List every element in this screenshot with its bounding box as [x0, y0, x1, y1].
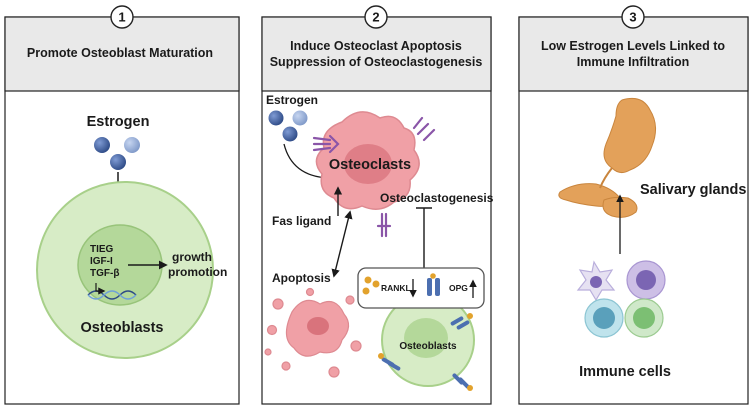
receptor-icon	[312, 116, 436, 238]
fas-ligand-label: Fas ligand	[272, 214, 331, 228]
rankl-icon	[362, 276, 380, 295]
apoptotic-osteoclast	[264, 287, 362, 378]
panel-2-title-line1: Induce Osteoclast Apoptosis	[290, 39, 462, 53]
opg-label: OPG	[449, 283, 468, 293]
panel-3: 3 Low Estrogen Levels Linked to Immune I…	[518, 5, 749, 405]
osteoblasts-label: Osteoblasts	[81, 320, 164, 336]
osteoclastogenesis-label: Osteoclastogenesis	[380, 191, 494, 205]
panel-2: 2 Induce Osteoclast Apoptosis Suppressio…	[261, 5, 494, 405]
p2-osteoblast-nucleus	[404, 318, 448, 358]
rankl-opg-box	[357, 267, 485, 309]
inhibition-bar	[416, 207, 432, 268]
growth-label-line1: growth	[172, 250, 212, 264]
p2-osteoblasts-label: Osteoblasts	[399, 341, 457, 352]
immune-cells-label: Immune cells	[579, 364, 671, 380]
factor-tgf: TGF-β	[90, 268, 119, 279]
osteoblast-receptors	[378, 313, 473, 391]
panel-2-header	[261, 16, 492, 92]
p2-estrogen-label: Estrogen	[266, 93, 318, 107]
panel-1-number: 1	[118, 10, 125, 25]
growth-label-line2: promotion	[168, 265, 227, 279]
factor-igf: IGF-I	[90, 256, 113, 267]
panel-3-title-line2: Immune Infiltration	[577, 55, 690, 69]
p2-estrogen-molecule-icon	[268, 110, 308, 142]
apoptosis-label: Apoptosis	[272, 271, 331, 285]
panel-1-number-badge	[110, 5, 134, 29]
estrogen-label: Estrogen	[87, 114, 150, 130]
factor-tieg: TIEG	[90, 244, 114, 255]
panel-1-title: Promote Osteoblast Maturation	[27, 46, 213, 60]
osteoclast-nucleus	[344, 144, 392, 184]
salivary-glands-label: Salivary glands	[640, 182, 746, 198]
panel-2-title-line2: Suppression of Osteoclastogenesis	[270, 55, 483, 69]
panel-1: 1 Promote Osteoblast Maturation Estrogen…	[4, 5, 240, 405]
opg-icon	[427, 273, 440, 296]
immune-cells-icon	[576, 260, 666, 338]
panel-3-title-line1: Low Estrogen Levels Linked to	[541, 39, 725, 53]
panel-1-header	[4, 16, 240, 92]
rankl-label: RANKL	[381, 283, 411, 293]
dna-icon	[87, 283, 137, 300]
panel-3-number-badge	[621, 5, 645, 29]
apoptosis-arrow	[331, 210, 353, 278]
panel-2-number: 2	[372, 10, 379, 25]
panel-3-number: 3	[629, 10, 636, 25]
salivary-gland-icon	[558, 97, 656, 218]
estrogen-molecule-icon	[94, 137, 140, 170]
osteoclasts-label: Osteoclasts	[329, 157, 411, 173]
panel-2-number-badge	[364, 5, 388, 29]
